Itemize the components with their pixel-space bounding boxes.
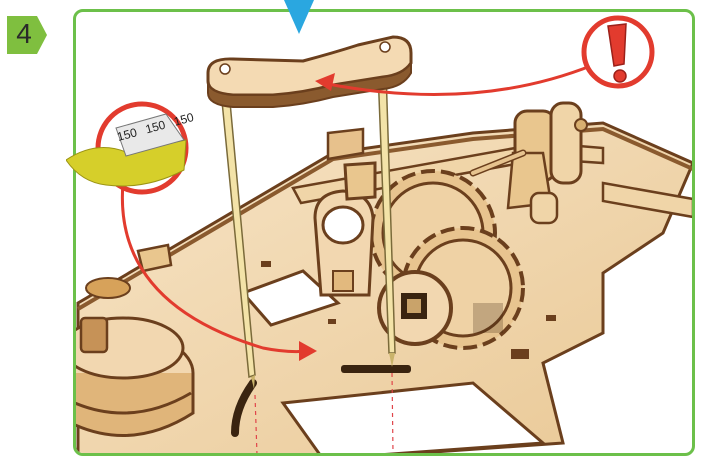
step-badge: 4 xyxy=(7,14,47,56)
warning-callout xyxy=(580,14,656,90)
pointer-triangle xyxy=(282,0,316,38)
step-number: 4 xyxy=(7,18,41,50)
exclamation-icon xyxy=(580,14,656,90)
sandpaper-callout: 150 150 150 xyxy=(66,100,196,200)
